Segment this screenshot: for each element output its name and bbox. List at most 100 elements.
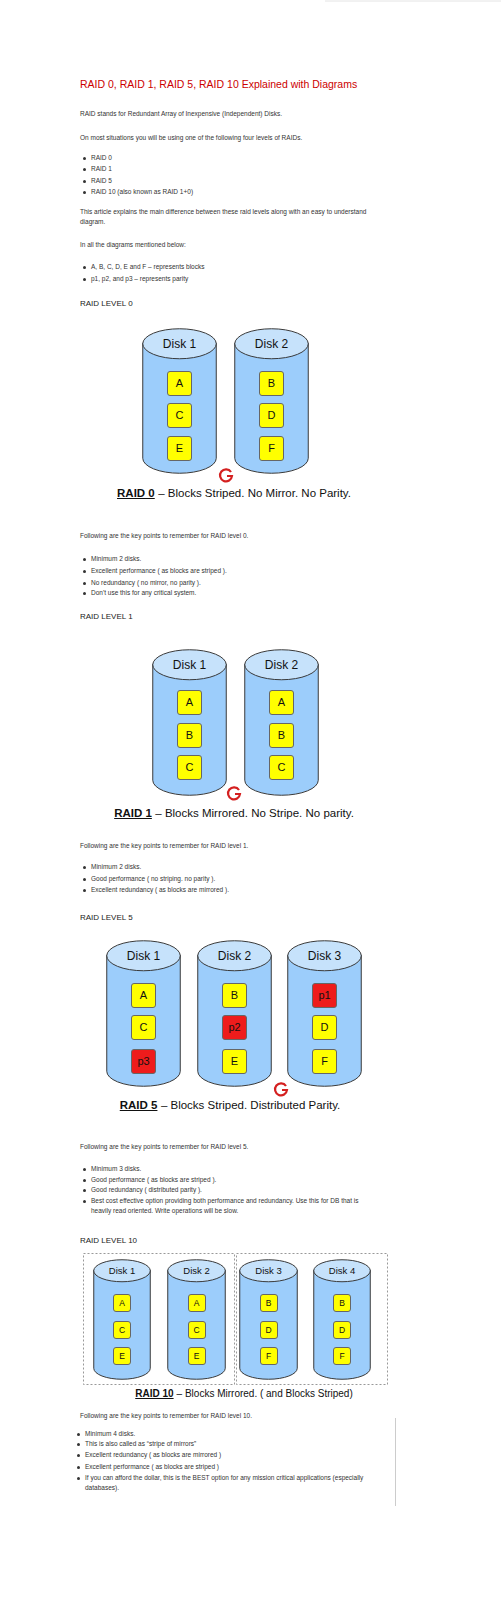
disk-heading-box: Disk 2 bbox=[244, 658, 319, 672]
bullet-text: Minimum 3 disks. bbox=[91, 1164, 391, 1174]
data-block: E bbox=[188, 1347, 206, 1365]
data-block: C bbox=[177, 755, 202, 780]
data-block: C bbox=[188, 1321, 206, 1339]
disk-cylinder: Disk 1 A B C bbox=[152, 649, 227, 796]
disk-cylinder: Disk 1 A Cp3 bbox=[106, 940, 181, 1087]
disk-label: Disk 1 bbox=[152, 658, 227, 672]
bullet-text: If you can afford the dollar, this is th… bbox=[85, 1473, 367, 1493]
data-block: D bbox=[260, 1321, 278, 1339]
block-letter: p3 bbox=[137, 1055, 149, 1067]
figure-caption: RAID 5– Blocks Striped. Distributed Pari… bbox=[10, 1098, 450, 1114]
block-letter: E bbox=[176, 442, 183, 454]
disk-heading-box: Disk 4 bbox=[313, 1265, 371, 1277]
disk-heading-box: Disk 2 bbox=[197, 949, 272, 963]
paragraph: In all the diagrams mentioned below: bbox=[80, 240, 380, 250]
cylinder-body bbox=[235, 343, 309, 473]
cylinder-body bbox=[240, 1270, 298, 1379]
data-block: A bbox=[131, 983, 156, 1008]
data-block: B bbox=[259, 371, 284, 396]
bullet-dot bbox=[83, 157, 86, 160]
page-title: RAID 0, RAID 1, RAID 5, RAID 10 Explaine… bbox=[80, 78, 357, 91]
side-rule bbox=[395, 1418, 396, 1506]
disk-label: Disk 3 bbox=[287, 949, 362, 963]
disk-label: Disk 2 bbox=[167, 1265, 226, 1277]
disk-cylinder: Disk 2 AC E bbox=[167, 1259, 226, 1380]
block-letter: B bbox=[231, 989, 238, 1001]
bullet-dot bbox=[83, 1168, 86, 1171]
bullet-dot bbox=[77, 1466, 80, 1469]
disk-label: Disk 2 bbox=[197, 949, 272, 963]
block-letter: C bbox=[140, 1021, 148, 1033]
cylinder-top bbox=[168, 1260, 226, 1282]
disk-label: Disk 1 bbox=[106, 949, 181, 963]
cylinder-top bbox=[314, 1260, 371, 1282]
bullet-text: Excellent performance ( as blocks are st… bbox=[91, 566, 391, 576]
caption-text: – Blocks Mirrored. ( and Blocks Striped) bbox=[177, 1388, 353, 1399]
block-letter: F bbox=[266, 1351, 271, 1361]
data-block: A bbox=[269, 690, 294, 715]
disk-label: Disk 4 bbox=[313, 1265, 371, 1277]
block-letter: F bbox=[268, 442, 275, 454]
block-letter: D bbox=[321, 1021, 329, 1033]
block-letter: C bbox=[186, 761, 194, 773]
bullet-text: Good redundancy ( distributed parity ). bbox=[91, 1185, 391, 1195]
caption-raid-name: RAID 5 bbox=[120, 1099, 158, 1111]
data-block: C bbox=[269, 755, 294, 780]
bullet-text: A, B, C, D, E and F – represents blocks bbox=[91, 262, 391, 272]
bullet-text: Minimum 2 disks. bbox=[91, 554, 391, 564]
bullet-dot bbox=[83, 266, 86, 269]
bullet-text: Excellent performance ( as blocks are st… bbox=[85, 1462, 385, 1472]
data-block: E bbox=[167, 436, 192, 461]
data-block: D bbox=[333, 1321, 351, 1339]
bullet-text: Excellent redundancy ( as blocks are mir… bbox=[85, 1450, 385, 1460]
data-block: C bbox=[167, 403, 192, 428]
block-letter: F bbox=[339, 1351, 344, 1361]
data-block: B bbox=[269, 723, 294, 748]
block-letter: A bbox=[140, 989, 147, 1001]
data-block: A bbox=[188, 1294, 206, 1312]
block-letter: B bbox=[186, 729, 193, 741]
block-letter: B bbox=[266, 1298, 272, 1308]
disk-heading-box: Disk 1 bbox=[93, 1265, 151, 1277]
caption-raid-name: RAID 1 bbox=[114, 807, 152, 819]
bullet-dot bbox=[77, 1433, 80, 1436]
block-letter: A bbox=[176, 377, 183, 389]
disk-cylinder: Disk 3 B D F bbox=[239, 1259, 298, 1380]
data-block: F bbox=[260, 1347, 278, 1365]
parity-block: p3 bbox=[131, 1049, 156, 1074]
paragraph: This article explains the main differenc… bbox=[80, 207, 380, 227]
block-letter: A bbox=[186, 696, 193, 708]
data-block: F bbox=[333, 1347, 351, 1365]
bullet-text: p1, p2, and p3 – represents parity bbox=[91, 274, 391, 284]
bullet-text: No redundancy ( no mirror, no parity ). bbox=[91, 578, 391, 588]
bullet-dot bbox=[83, 878, 86, 881]
disk-label: Disk 2 bbox=[244, 658, 319, 672]
data-block: A bbox=[167, 371, 192, 396]
disk-label: Disk 3 bbox=[239, 1265, 298, 1277]
data-block: A bbox=[177, 690, 202, 715]
bullet-dot bbox=[83, 191, 86, 194]
bullet-dot bbox=[83, 1179, 86, 1182]
bullet-dot bbox=[83, 570, 86, 573]
block-letter: A bbox=[278, 696, 285, 708]
section-heading: RAID LEVEL 0 bbox=[80, 298, 280, 310]
cylinder-body bbox=[153, 664, 227, 795]
disk-cylinder: Disk 1ACE bbox=[93, 1259, 151, 1380]
cylinder-top bbox=[245, 650, 319, 680]
disk-heading-box: Disk 2 bbox=[167, 1265, 226, 1277]
bullet-text: RAID 1 bbox=[91, 164, 391, 174]
section-heading: RAID LEVEL 5 bbox=[80, 912, 280, 924]
block-letter: E bbox=[194, 1351, 200, 1361]
block-letter: B bbox=[278, 729, 285, 741]
disk-heading-box: Disk 2 bbox=[234, 337, 309, 351]
cylinder-body bbox=[107, 955, 181, 1086]
data-block: C bbox=[131, 1015, 156, 1040]
bullet-dot bbox=[77, 1477, 80, 1480]
block-letter: E bbox=[119, 1351, 125, 1361]
bullet-dot bbox=[83, 558, 86, 561]
data-block: C bbox=[113, 1321, 131, 1339]
top-rule bbox=[325, 1, 501, 2]
disk-cylinder: Disk 2BDF bbox=[234, 328, 309, 474]
bullet-text: Don't use this for any critical system. bbox=[91, 588, 391, 598]
data-block: F bbox=[259, 436, 284, 461]
